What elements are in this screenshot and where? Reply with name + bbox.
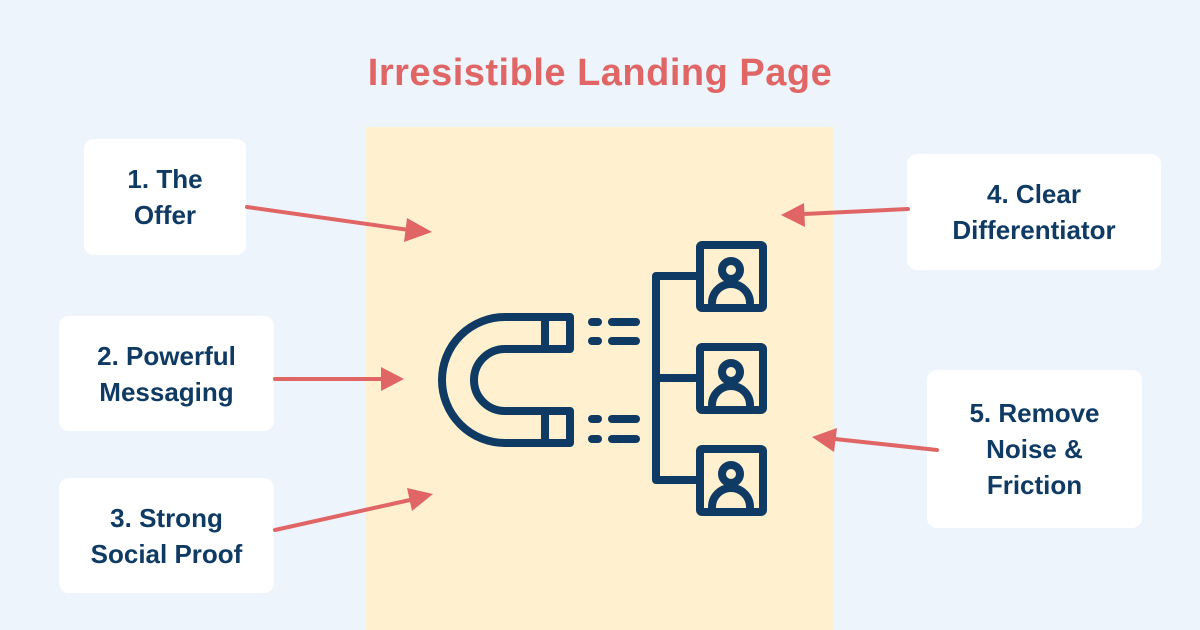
card-line: 5. Remove <box>969 398 1100 428</box>
card-text: 4. Clear Differentiator <box>952 176 1115 248</box>
card-line: 1. The <box>127 164 203 194</box>
card-line: 3. Strong <box>110 502 223 533</box>
card-clear-differentiator: 4. Clear Differentiator <box>907 154 1161 270</box>
card-line: Friction <box>986 470 1083 500</box>
card-line: Messaging <box>99 376 234 407</box>
card-line: 4. Clear <box>987 179 1081 209</box>
card-strong-social-proof: 3. Strong Social Proof <box>59 478 274 593</box>
card-line: Differentiator <box>952 215 1116 245</box>
card-the-offer: 1. The Offer <box>84 139 246 255</box>
card-powerful-messaging: 2. Powerful Messaging <box>59 316 274 431</box>
card-text: 1. The Offer <box>127 161 202 233</box>
page-title: Irresistible Landing Page <box>367 52 833 94</box>
card-line: Offer <box>133 200 197 230</box>
card-line: Social Proof <box>90 538 243 569</box>
card-text: 5. Remove Noise & Friction <box>969 395 1099 503</box>
card-text: 2. Powerful Messaging <box>97 338 236 410</box>
card-remove-noise-friction: 5. Remove Noise & Friction <box>927 370 1142 528</box>
arrow-5 <box>833 437 939 452</box>
card-line: 2. Powerful <box>97 340 236 371</box>
landing-page-panel <box>366 127 834 630</box>
card-text: 3. Strong Social Proof <box>91 500 243 572</box>
card-line: Noise & <box>986 434 1083 464</box>
